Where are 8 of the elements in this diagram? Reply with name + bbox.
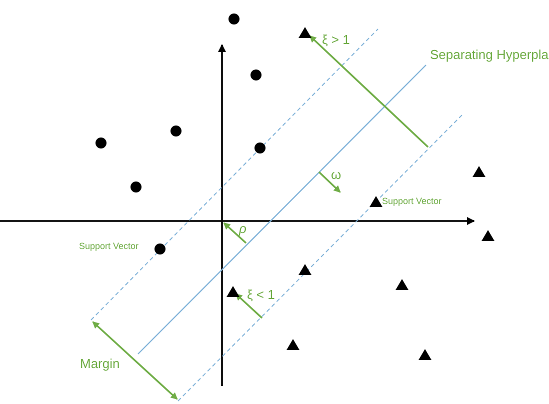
- support-vector-label: Support Vector: [382, 197, 442, 206]
- hyperplane-label: Separating Hyperpla: [430, 48, 549, 61]
- margin-label: Margin: [80, 357, 120, 370]
- omega-label: ω: [331, 168, 342, 181]
- rho-label: ρ: [239, 222, 246, 235]
- xi-label: ξ > 1: [322, 33, 350, 46]
- xi-label: ξ < 1: [247, 288, 275, 301]
- support-vector-label: Support Vector: [79, 242, 139, 251]
